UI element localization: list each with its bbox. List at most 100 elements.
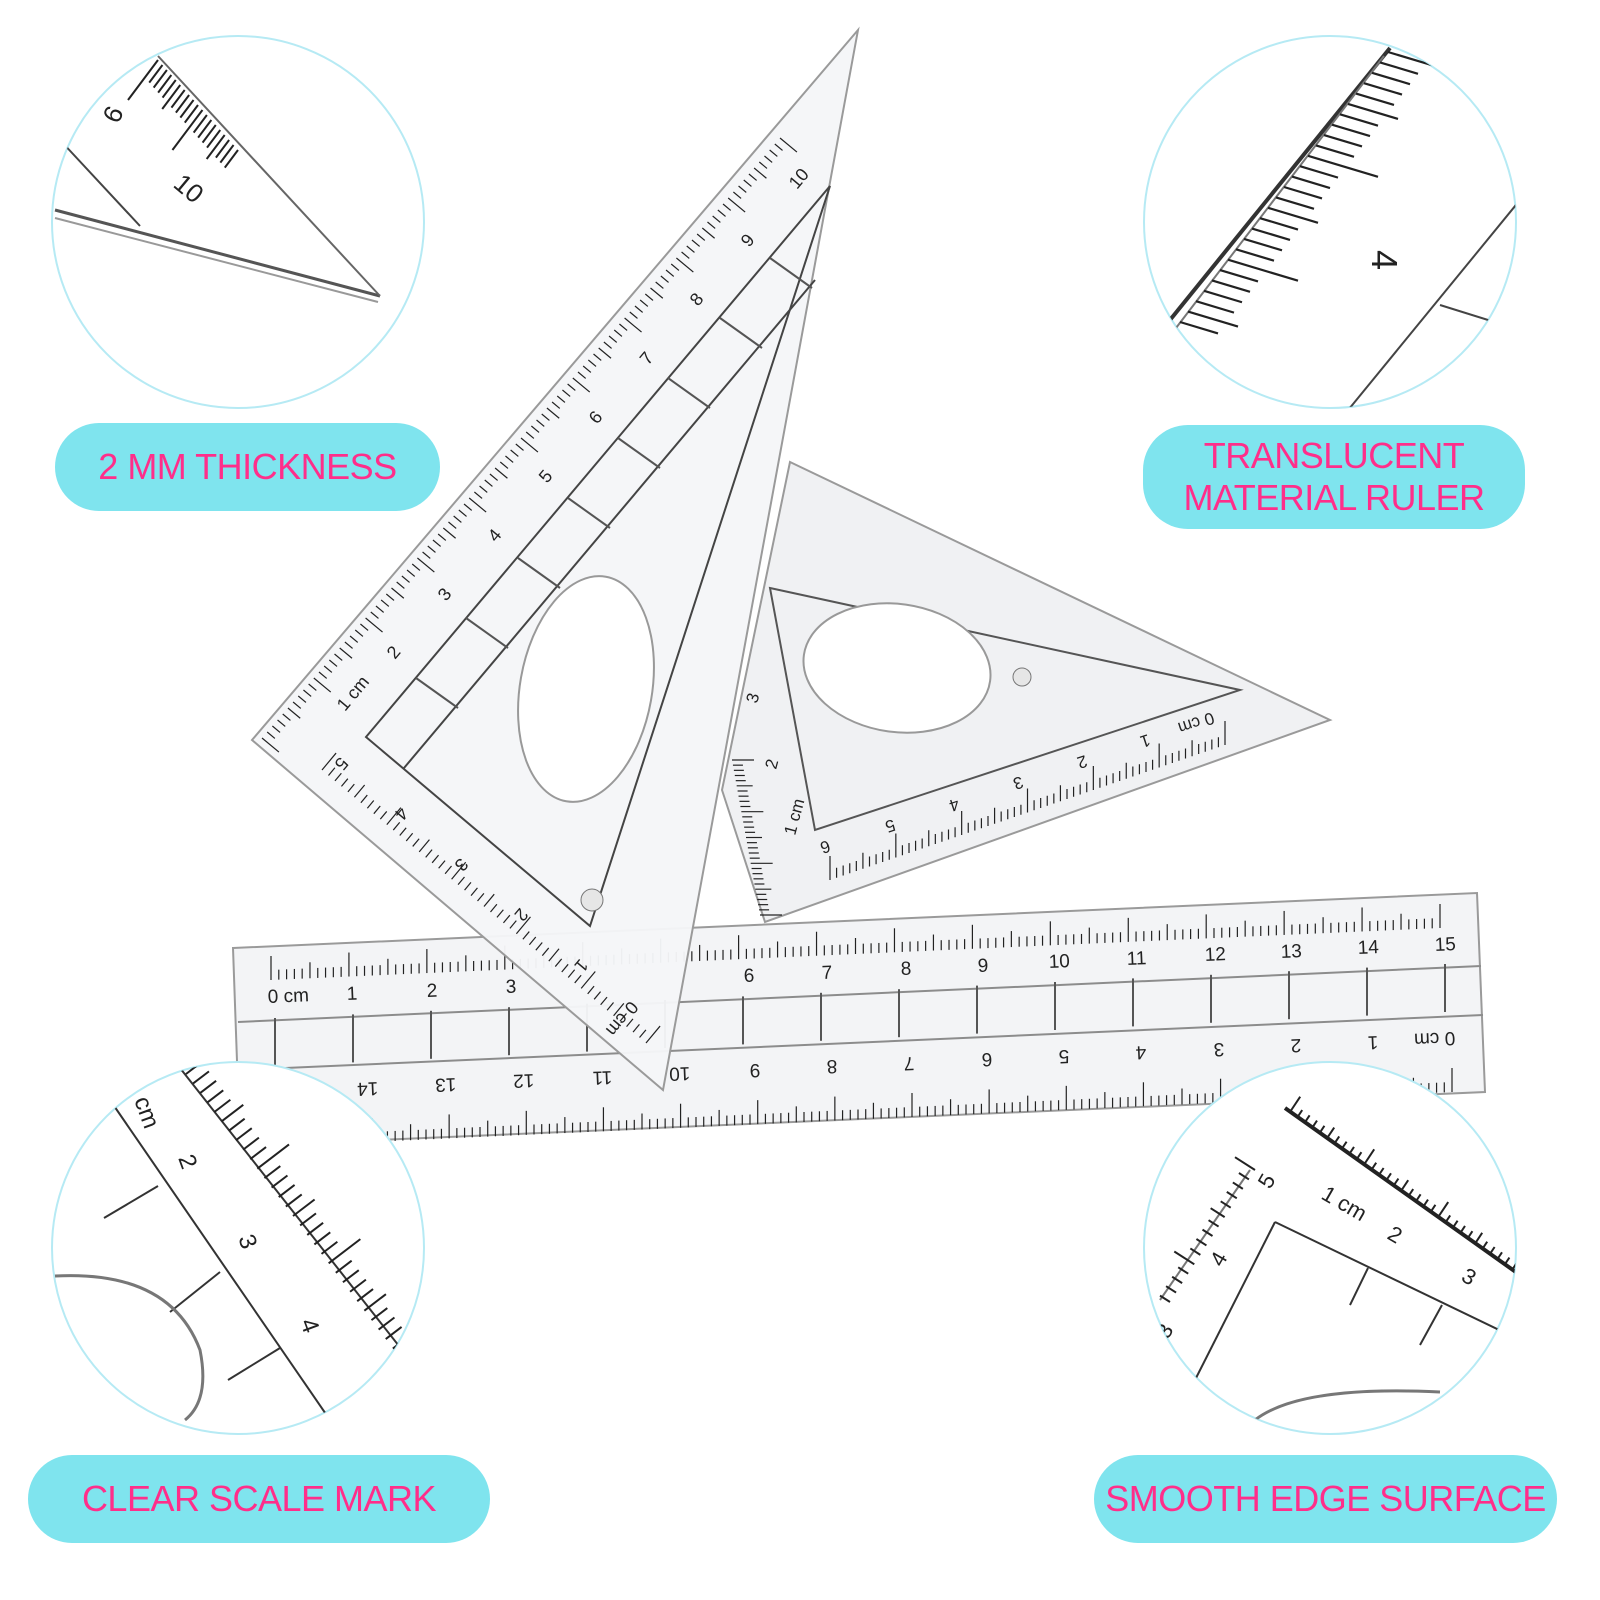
tick-mark [448, 521, 457, 529]
tick-mark [655, 281, 664, 289]
tick-mark [717, 209, 726, 217]
tick-mark [722, 203, 732, 211]
tick-mark [1385, 1172, 1392, 1182]
tick-mark [1173, 1250, 1195, 1266]
tick-mark [396, 581, 405, 589]
tick-mark [249, 1146, 267, 1160]
tick-mark [334, 653, 343, 661]
tick-mark [548, 948, 560, 962]
tick-mark [1370, 1162, 1378, 1171]
tick-mark [228, 1117, 246, 1132]
tick-mark [451, 861, 467, 880]
tick-mark [399, 827, 407, 836]
tick-mark [567, 383, 576, 391]
tick-mark [505, 455, 514, 463]
small-set-square-ticks [732, 721, 1226, 916]
tick-mark [509, 920, 517, 929]
zoom-circle-translucent: 4 [1143, 35, 1517, 409]
tick-mark [676, 257, 694, 273]
straight-ruler-bottom-number: 9 [749, 1059, 760, 1080]
tick-mark [1296, 1109, 1304, 1118]
tick-mark [219, 144, 235, 164]
tick-mark [1189, 1247, 1201, 1256]
straight-ruler-top-number: 6 [743, 966, 754, 987]
tick-mark [1220, 1200, 1232, 1209]
tick-mark [1323, 134, 1363, 148]
tick-mark [562, 389, 571, 397]
tick-mark [334, 772, 342, 782]
tick-mark [483, 893, 495, 907]
tick-mark [199, 1080, 217, 1094]
tick-mark [278, 1184, 296, 1198]
tick-mark [587, 359, 597, 367]
straight-ruler-top-number: 9 [977, 956, 988, 977]
small-set-square-body [720, 460, 1333, 924]
tick-mark [1392, 1177, 1400, 1187]
straight-ruler-bottom-number: 13 [435, 1073, 457, 1095]
tick-mark [743, 179, 752, 187]
straight-ruler-top-ticks [270, 904, 1441, 980]
zoom-circle-thickness: 9 10 [51, 35, 425, 409]
straight-ruler-top-number: 2 [426, 981, 437, 1002]
tick-mark [444, 865, 452, 875]
straight-ruler-center-grid [274, 964, 1446, 1066]
label-translucent-line1: TRANSLUCENT [1203, 435, 1465, 476]
tick-mark [764, 155, 773, 163]
zoom-circle-smooth-edge: 5 1 cm 4 2 3 3 [1143, 1061, 1517, 1435]
tick-mark [530, 425, 540, 433]
tick-mark [567, 969, 576, 978]
straight-ruler-bottom-number: 6 [981, 1048, 992, 1069]
straight-ruler-top-number: 10 [1048, 951, 1070, 973]
tick-mark [1307, 154, 1379, 178]
tick-mark [1238, 1172, 1250, 1181]
straight-ruler-bottom-number: 3 [1213, 1038, 1224, 1059]
tick-mark [1291, 175, 1331, 190]
grid-line [567, 497, 611, 529]
tick-mark [431, 854, 440, 864]
tick-mark [458, 509, 467, 517]
tick-mark [313, 1231, 331, 1246]
tick-mark [349, 1278, 367, 1293]
tick-mark [1451, 1220, 1459, 1229]
large-set-square-inner-edge [403, 279, 816, 769]
tick-mark [479, 485, 488, 493]
tick-mark [1179, 320, 1219, 335]
straight-ruler-top-number: 15 [1434, 934, 1456, 956]
tick-mark [1227, 258, 1299, 282]
tick-mark [520, 437, 539, 453]
straight-ruler-bottom-number: 10 [669, 1062, 691, 1084]
tick-mark [1203, 289, 1243, 304]
tick-mark [377, 1316, 396, 1331]
tick-mark [1371, 71, 1411, 86]
straight-ruler-bottom-number: 0 cm [1414, 1027, 1456, 1050]
label-translucent: TRANSLUCENT MATERIAL RULER [1143, 425, 1525, 529]
tick-mark [1303, 1114, 1311, 1124]
tick-mark [170, 89, 186, 109]
tick-mark [632, 1023, 640, 1033]
tick-mark [347, 783, 355, 793]
tick-mark [328, 659, 338, 667]
tick-mark [256, 1143, 290, 1170]
straight-ruler-top-number: 14 [1357, 937, 1379, 959]
tick-mark [406, 569, 416, 577]
tick-mark [1219, 269, 1259, 283]
label-translucent-line2: MATERIAL RULER [1183, 477, 1485, 518]
straight-ruler-bottom-number: 2 [1290, 1034, 1301, 1055]
tick-mark [600, 996, 608, 1006]
tick-mark [535, 942, 543, 951]
tick-mark [541, 413, 550, 421]
large-set-square-inner-edge [364, 185, 831, 928]
tick-mark [626, 1018, 634, 1028]
tick-mark [215, 139, 230, 159]
straight-ruler-bottom-number: 4 [1135, 1041, 1147, 1062]
tick-mark [1234, 1156, 1256, 1171]
tick-mark [370, 1307, 388, 1321]
tick-mark [1466, 1230, 1474, 1239]
tick-mark [373, 805, 381, 815]
tick-mark [470, 887, 478, 896]
label-smooth-edge: SMOOTH EDGE SURFACE [1094, 1455, 1557, 1543]
small-set-square: 0 cm 1 2 3 4 5 6 1 cm 2 3 [720, 460, 1333, 924]
tick-mark [370, 611, 379, 619]
tick-mark [1377, 1167, 1385, 1176]
